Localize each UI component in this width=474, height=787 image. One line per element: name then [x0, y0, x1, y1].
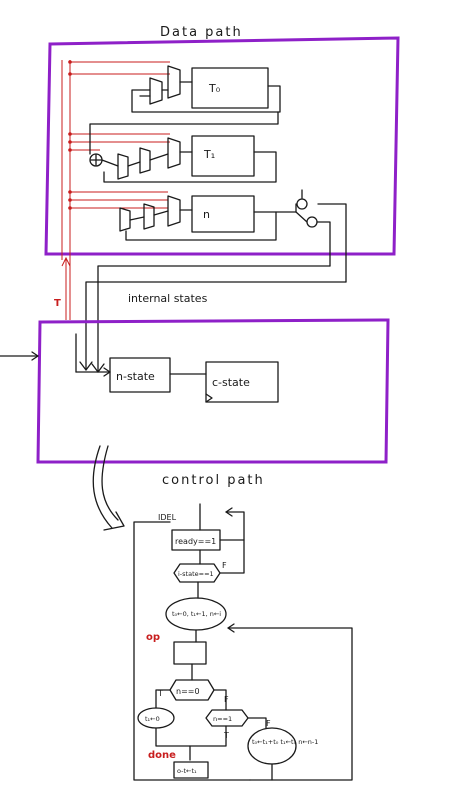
op-box [173, 641, 207, 665]
n-eq-1-hexagon [205, 709, 249, 727]
side-t-label: T [54, 298, 61, 309]
register-n-label: n [203, 208, 210, 221]
done-box-label: o-t←t₁ [177, 767, 197, 775]
ready-label: ready==1 [175, 537, 216, 546]
internal-states-label: internal states [128, 292, 208, 305]
register-t1-row: T₁ [89, 111, 279, 183]
idle-label: IDEL [158, 513, 177, 522]
register-t0-row: T₀ [131, 65, 281, 113]
datapath-frame [44, 36, 400, 256]
false-label-3: F [266, 719, 271, 728]
init-label: t₀←0, t₁←1, n←i [172, 610, 221, 618]
register-t0 [191, 67, 269, 109]
done-box [173, 761, 209, 779]
c-state-label: c-state [212, 376, 250, 389]
done-label: done [148, 750, 176, 761]
curved-down-arrow [92, 445, 125, 531]
n-eq-1-label: n==1 [213, 715, 232, 723]
c-state-box [205, 361, 279, 403]
register-n-row: n [119, 189, 347, 283]
register-t1 [191, 135, 255, 177]
fsm-wires [75, 333, 207, 377]
true-label-1: T [157, 689, 163, 698]
compute-oval [247, 727, 297, 765]
internal-state-wires [61, 256, 347, 373]
control-path-title: control path [162, 473, 265, 488]
n-state-box [109, 357, 171, 393]
fsm-frame [36, 318, 390, 464]
outer-loop-right [227, 627, 353, 781]
datapath-title: Data path [160, 25, 243, 40]
start-check-label: i-state==1 [178, 570, 214, 578]
n-eq-0-label: n==0 [176, 687, 200, 696]
n-state-label: n-state [116, 370, 155, 383]
fsm-input-arrow [0, 351, 39, 361]
assign-t0-label: t₁←0 [145, 715, 160, 723]
register-t1-label: T₁ [203, 148, 215, 161]
false-label-1: F [222, 561, 227, 570]
red-control-bus [61, 60, 170, 320]
start-check-hexagon [173, 563, 221, 583]
compute-label: t₀←t₁+t₀ t₁←t₀ n←n-1 [252, 738, 318, 746]
comparator-one [306, 216, 318, 228]
register-n [191, 195, 255, 233]
register-t0-label: T₀ [208, 82, 221, 95]
comparator-zero [296, 198, 308, 210]
op-label: op [146, 632, 160, 643]
outer-loop-left [133, 521, 251, 781]
